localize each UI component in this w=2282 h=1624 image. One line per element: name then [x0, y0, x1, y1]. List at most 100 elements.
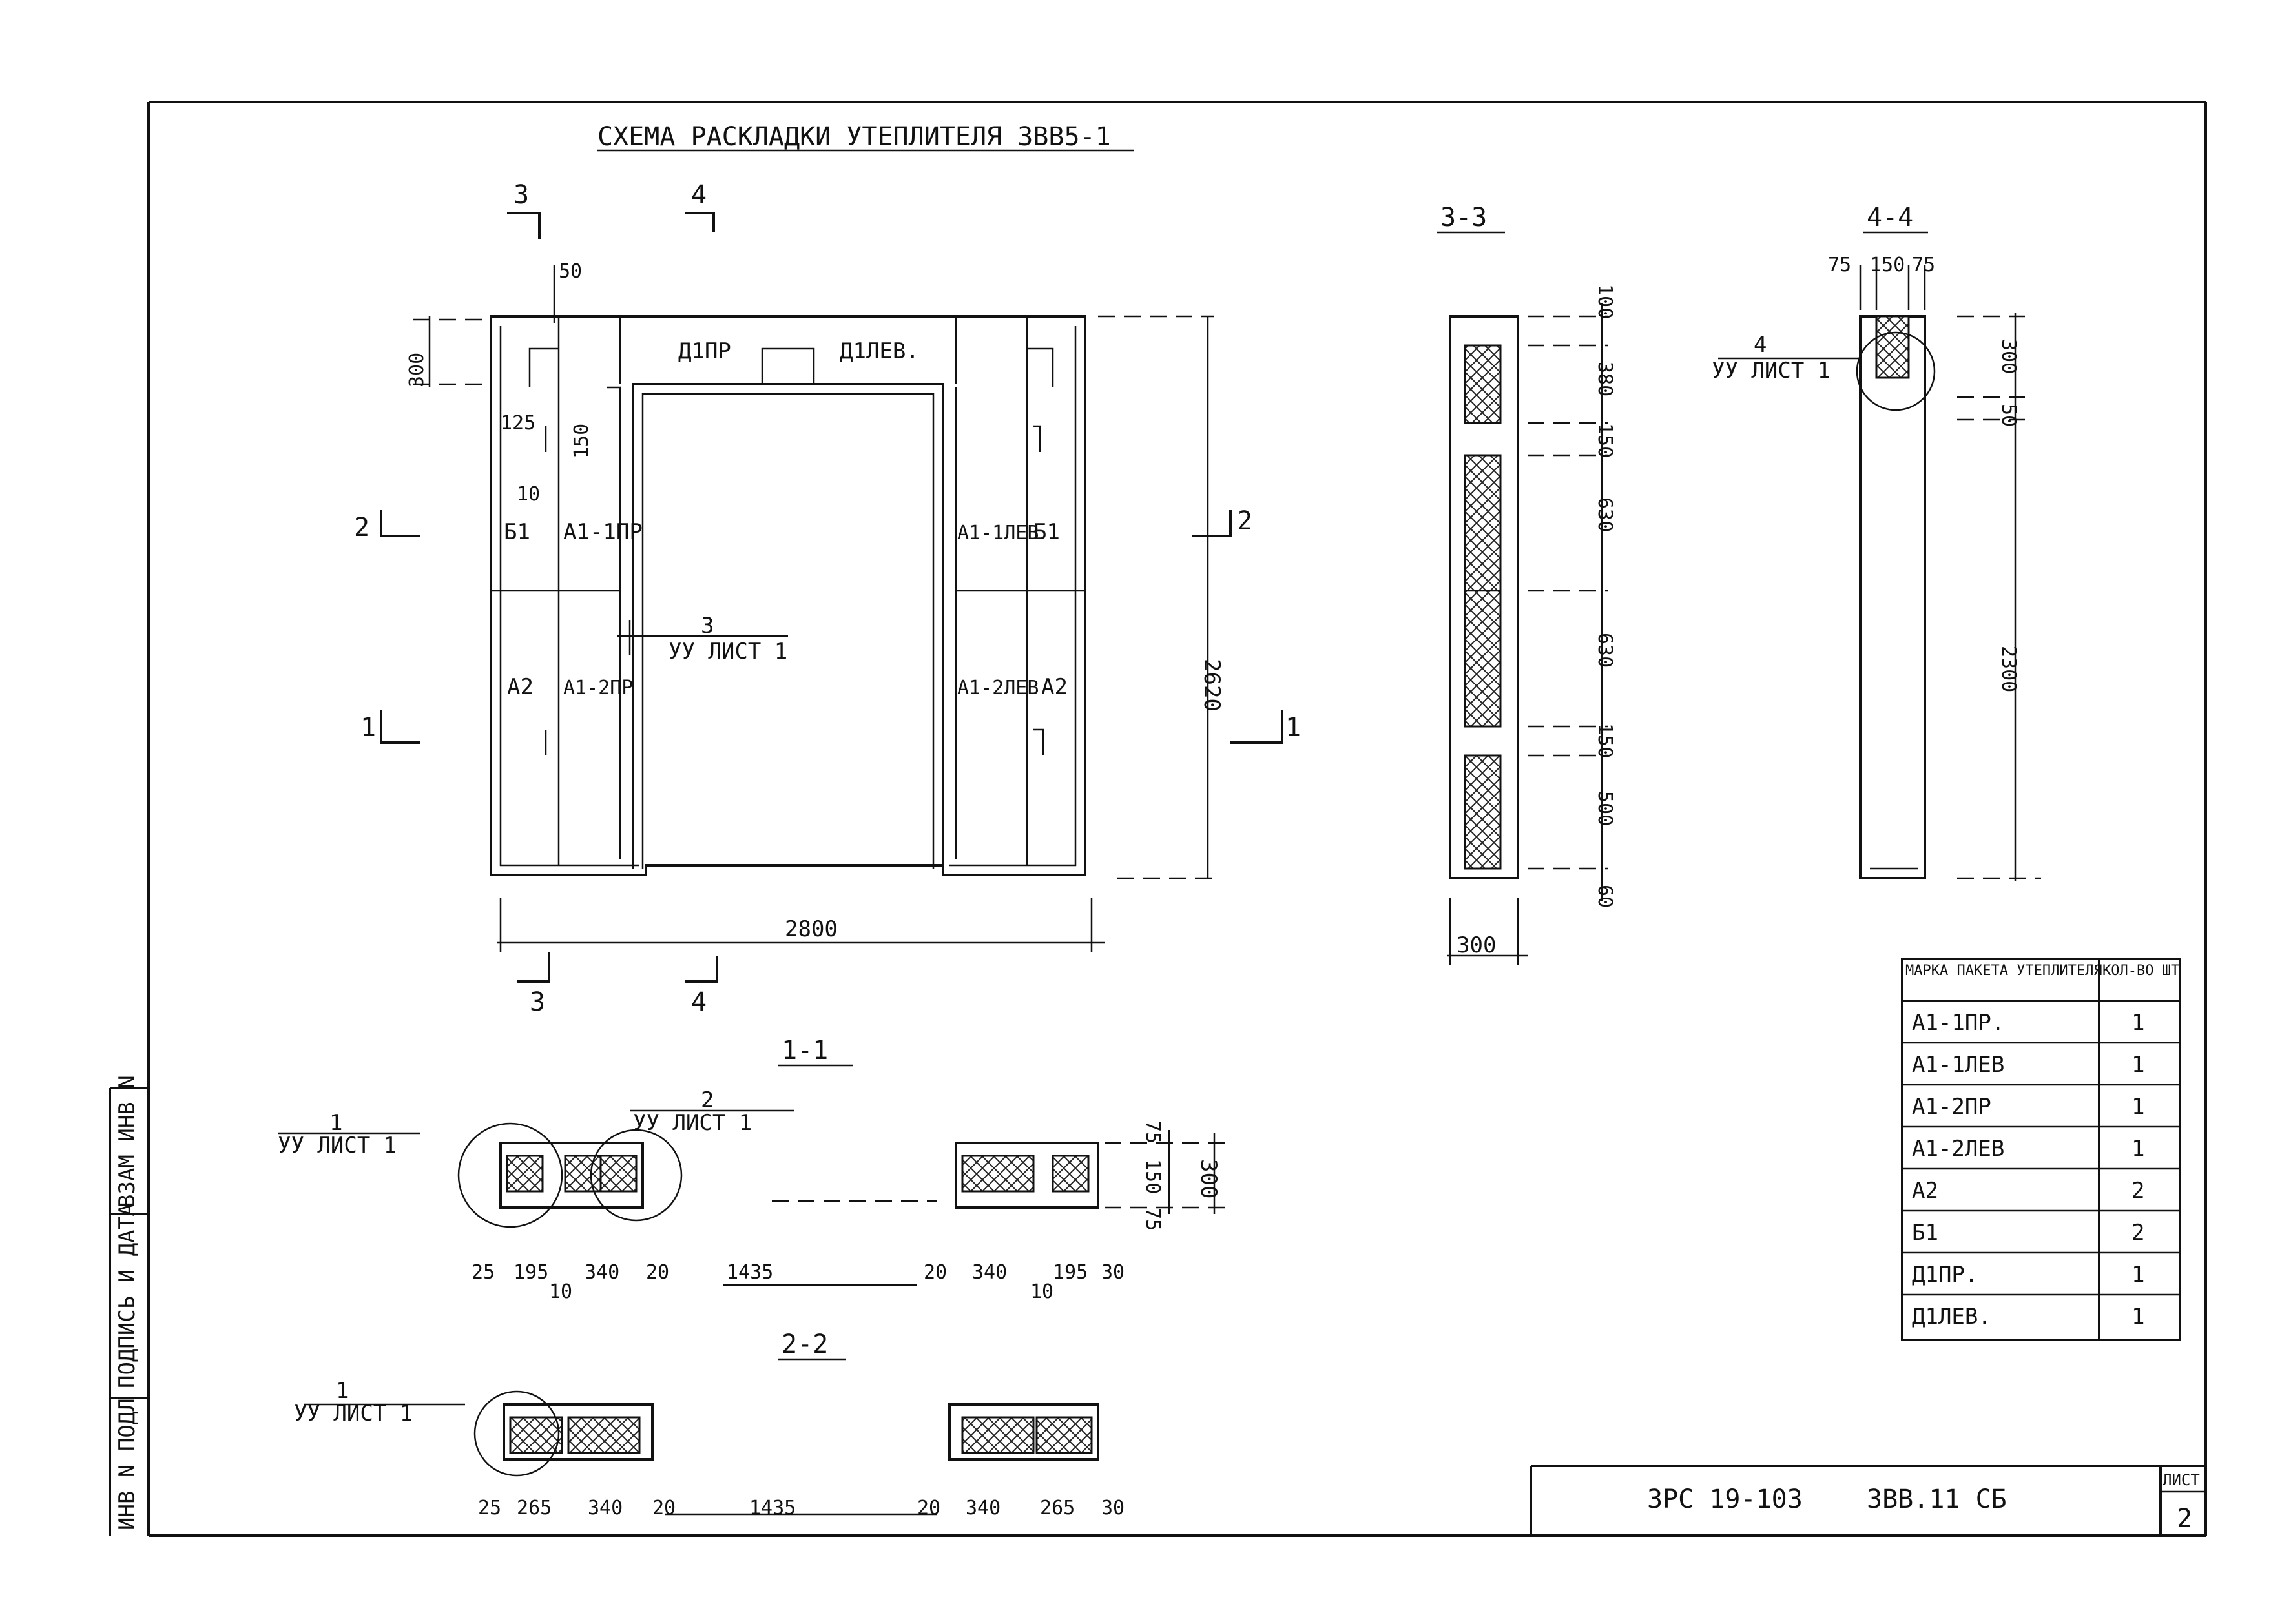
title-block: 3РС 19-103 3ВВ.11 СБ ЛИСТ 2	[1530, 1465, 2206, 1536]
sheet-frame	[109, 101, 2207, 1537]
margin-label-vzam: ВЗАМ ИНВ N	[114, 1075, 140, 1208]
table-row-qty: 1	[2132, 1262, 2144, 1288]
dim-1-1-150: 150	[1141, 1159, 1164, 1194]
dim-2-2-1435: 1435	[749, 1497, 796, 1519]
callout-2-num: 2	[701, 1087, 714, 1113]
dim-1-1-20: 20	[646, 1261, 669, 1284]
dim-3-3-60: 60	[1593, 885, 1616, 908]
cut-marks: 3 4 2 1 3 4 2 1	[354, 180, 1301, 1017]
callout-2-2-num: 1	[336, 1378, 349, 1404]
dim-3-3-380: 380	[1593, 362, 1616, 396]
dim-3-3-630a: 630	[1593, 497, 1616, 532]
dim-1-1-25: 25	[472, 1261, 495, 1284]
label-b1-right: Б1	[1033, 519, 1060, 545]
dim-1-1-340: 340	[585, 1261, 619, 1284]
cut-mark-1-left: 1	[360, 713, 376, 743]
section-1-1: 1-1 1 УУ ЛИСТ 1 2 УУ ЛИСТ 1 25 195 340 2…	[278, 1036, 1227, 1303]
dim-3-3-500: 500	[1593, 791, 1616, 826]
table-row-qty: 1	[2132, 1094, 2144, 1120]
section-4-4: 4-4 75 150 75 4 УУ ЛИСТ 1 300 50 2300	[1712, 203, 2041, 881]
dim-1-1-195b: 195	[1053, 1261, 1088, 1284]
table-row-mark: Д1ПР.	[1912, 1262, 1978, 1288]
label-a2-right: А2	[1041, 674, 1068, 700]
dim-125: 125	[501, 412, 535, 435]
dim-4-4-300: 300	[1997, 339, 2020, 374]
table-row-mark: А1-2ПР	[1912, 1094, 1991, 1120]
margin-stamp: ИНВ N ПОДЛ ПОДПИСЬ И ДАТА ВЗАМ ИНВ N	[114, 1075, 140, 1530]
table-row-mark: А2	[1912, 1178, 1938, 1204]
cut-mark-4-bottom: 4	[691, 987, 707, 1017]
sheet-label: ЛИСТ	[2163, 1471, 2200, 1489]
dim-4-4-2300: 2300	[1997, 646, 2020, 692]
dim-150: 150	[570, 424, 593, 458]
table-row-qty: 1	[2132, 1010, 2144, 1036]
table-row-qty: 2	[2132, 1178, 2144, 1204]
dim-2-2-265: 265	[517, 1497, 552, 1519]
dim-1-1-340b: 340	[972, 1261, 1007, 1284]
marks-table: МАРКА ПАКЕТА УТЕПЛИТЕЛЯ КОЛ-ВО ШТ А1-1ПР…	[1901, 958, 2181, 1341]
dim-1-1-1435: 1435	[727, 1261, 773, 1284]
section-1-1-title: 1-1	[782, 1036, 828, 1065]
sheet-number: 2	[2177, 1504, 2192, 1534]
dim-3-3-300: 300	[1457, 932, 1496, 958]
section-2-2-title: 2-2	[782, 1330, 828, 1359]
cut-mark-3-bottom: 3	[530, 987, 545, 1017]
table-row-qty: 2	[2132, 1220, 2144, 1246]
dim-1-1-75b: 75	[1141, 1208, 1164, 1231]
cut-mark-2-left: 2	[354, 513, 369, 542]
label-a11lev: А1-1ЛЕВ	[957, 522, 1039, 544]
doc-code: 3РС 19-103	[1647, 1485, 1803, 1514]
dim-50: 50	[559, 260, 582, 283]
callout-1-ref: УУ ЛИСТ 1	[278, 1133, 397, 1158]
dim-2-2-20: 20	[652, 1497, 676, 1519]
dim-1-1-30: 30	[1101, 1261, 1125, 1284]
dim-1-1-10b: 10	[1030, 1280, 1053, 1303]
cut-mark-4-top: 4	[691, 180, 707, 210]
callout-1-num: 1	[329, 1110, 342, 1136]
label-a2-left: А2	[507, 674, 534, 700]
table-header-mark: МАРКА ПАКЕТА УТЕПЛИТЕЛЯ	[1905, 963, 2102, 979]
dim-2-2-30: 30	[1101, 1497, 1125, 1519]
dim-4-4-150: 150	[1870, 254, 1905, 276]
dim-2-2-265b: 265	[1040, 1497, 1075, 1519]
dim-1-1-20b: 20	[924, 1261, 947, 1284]
table-row-mark: А1-1ПР.	[1912, 1010, 2004, 1036]
table-row-qty: 1	[2132, 1304, 2144, 1330]
dim-3-3-150b: 150	[1593, 723, 1616, 758]
table-row-mark: Д1ЛЕВ.	[1912, 1304, 1991, 1330]
dim-1-1-75a: 75	[1141, 1120, 1164, 1144]
table-row-qty: 1	[2132, 1052, 2144, 1078]
label-a12lev: А1-2ЛЕВ	[957, 677, 1039, 699]
dim-2800: 2800	[785, 916, 838, 942]
callout-4-ref: УУ ЛИСТ 1	[1712, 358, 1831, 384]
section-4-4-title: 4-4	[1867, 203, 1913, 232]
dim-4-4-75a: 75	[1828, 254, 1851, 276]
doc-number: 3ВВ.11 СБ	[1867, 1485, 2007, 1514]
section-3-3-title: 3-3	[1440, 203, 1487, 232]
section-2-2: 2-2 1 УУ ЛИСТ 1 25 265 340 20 1435 20 34…	[294, 1330, 1125, 1519]
dim-1-1-195: 195	[513, 1261, 548, 1284]
dim-4-4-75b: 75	[1912, 254, 1935, 276]
dim-2-2-20b: 20	[917, 1497, 940, 1519]
table-row-mark: А1-1ЛЕВ	[1912, 1052, 2004, 1078]
label-a11pr: А1-1ПР	[563, 519, 643, 545]
dim-3-3-630b: 630	[1593, 633, 1616, 668]
dim-300-top: 300	[406, 353, 428, 387]
cut-mark-3-top: 3	[513, 180, 529, 210]
table-row-mark: А1-2ЛЕВ	[1912, 1136, 2004, 1162]
elevation-view: Д1ПР Д1ЛЕВ. Б1 А1-1ПР А2 А1-2ПР А1-1ЛЕВ …	[354, 180, 1301, 1017]
callout-3-ref: УУ ЛИСТ 1	[669, 639, 787, 664]
dim-1-1-300: 300	[1196, 1159, 1221, 1198]
cut-mark-2-right: 2	[1237, 506, 1252, 536]
label-d1lev: Д1ЛЕВ.	[840, 338, 919, 364]
dim-2-2-25: 25	[478, 1497, 501, 1519]
label-d1pr: Д1ПР	[678, 338, 731, 364]
dim-2-2-340b: 340	[966, 1497, 1001, 1519]
label-a12pr: А1-2ПР	[563, 677, 633, 699]
table-row-qty: 1	[2132, 1136, 2144, 1162]
dim-2-2-340: 340	[588, 1497, 623, 1519]
dim-10: 10	[517, 483, 540, 506]
dim-3-3-100: 100	[1593, 284, 1616, 319]
callout-2-2-ref: УУ ЛИСТ 1	[294, 1401, 413, 1426]
